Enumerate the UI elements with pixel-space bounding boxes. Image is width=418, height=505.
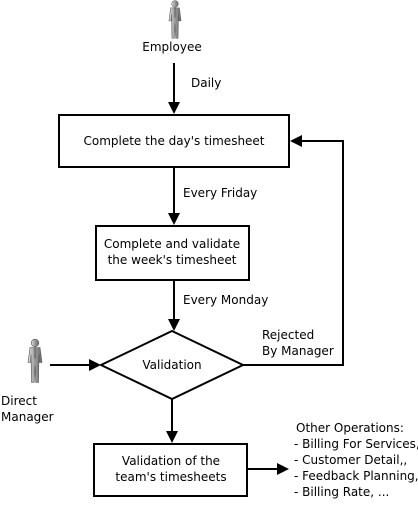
employee-label: Employee (142, 40, 201, 54)
edge-label-every-monday: Every Monday (183, 293, 268, 307)
other-operations-item: - Billing Rate, ... (294, 485, 389, 499)
edge-every-monday: Every Monday (168, 280, 268, 331)
node-team-validation: Validation of the team's timesheets (93, 443, 248, 497)
other-operations-item: - Customer Detail,, (294, 453, 407, 467)
node-validation: Validation (98, 329, 246, 401)
edge-manager-to-validation (50, 359, 101, 371)
manager-actor: Direct Manager (1, 338, 54, 424)
edge-label-rejected-line1: Rejected (262, 328, 314, 342)
edge-label-rejected-line2: By Manager (262, 344, 334, 358)
edge-rejected: Rejected By Manager (243, 135, 344, 366)
employee-actor: Employee (142, 0, 202, 54)
node-validation-label: Validation (142, 358, 201, 372)
node-weekly-timesheet-line1: Complete and validate (104, 237, 240, 251)
edge-label-every-friday: Every Friday (183, 186, 257, 200)
manager-label-line2: Manager (1, 410, 54, 424)
edge-every-friday: Every Friday (168, 167, 257, 225)
edge-daily: Daily (168, 63, 221, 114)
other-operations: Other Operations: - Billing For Services… (294, 421, 418, 499)
employee-icon (168, 0, 182, 39)
node-daily-timesheet: Complete the day's timesheet (58, 114, 290, 168)
node-team-validation-line1: Validation of the (122, 454, 220, 468)
node-daily-timesheet-label: Complete the day's timesheet (83, 134, 264, 148)
edge-validation-to-team (166, 399, 178, 443)
manager-icon (27, 338, 43, 383)
other-operations-item: - Feedback Planning, (294, 469, 418, 483)
manager-label-line1: Direct (1, 394, 37, 408)
node-team-validation-line2: team's timesheets (115, 470, 226, 484)
edge-team-to-other-ops (247, 463, 289, 475)
edge-label-daily: Daily (191, 76, 221, 90)
other-operations-title: Other Operations: (296, 421, 404, 435)
node-weekly-timesheet: Complete and validate the week's timeshe… (95, 225, 250, 281)
node-weekly-timesheet-line2: the week's timesheet (108, 253, 237, 267)
other-operations-item: - Billing For Services, (294, 437, 418, 451)
